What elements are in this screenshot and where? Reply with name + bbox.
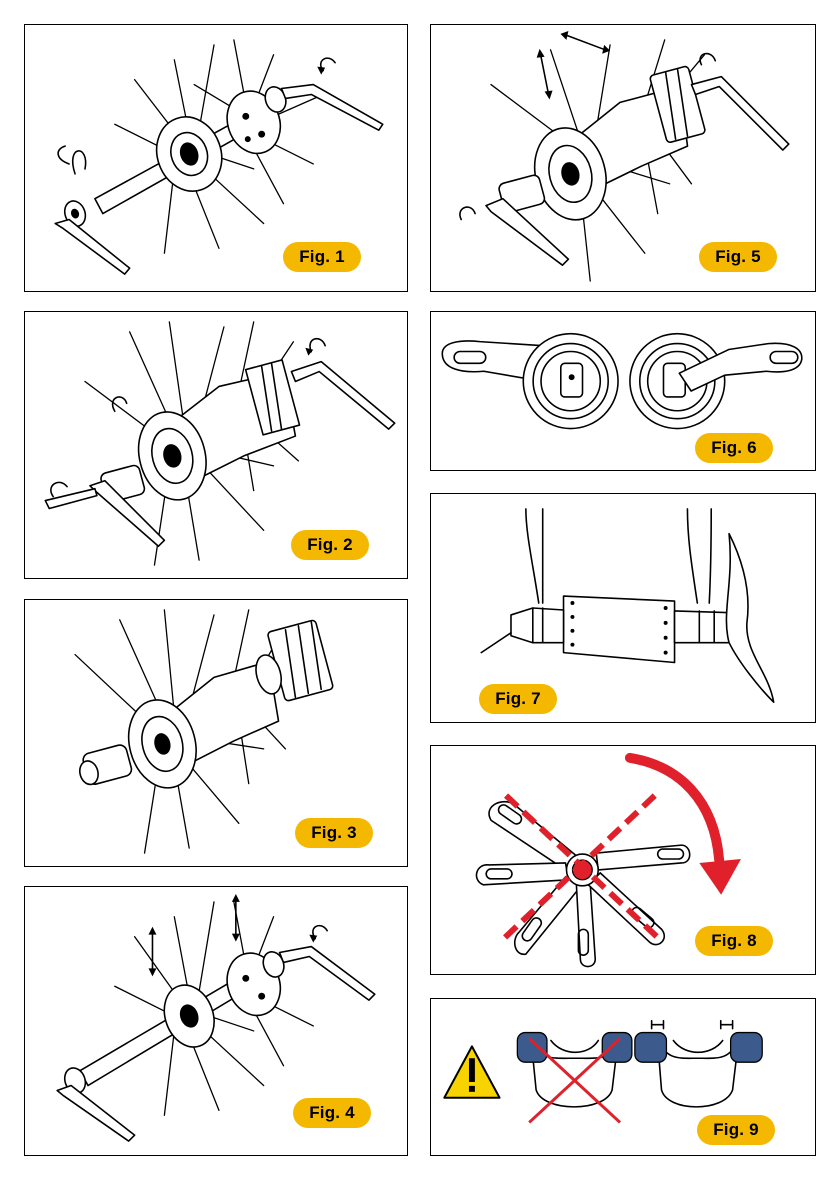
figure-label: Fig. 1 [283,242,361,272]
warning-triangle-icon [444,1046,499,1097]
figure-panel-5: Fig. 5 [430,24,816,292]
figure-panel-9: Fig. 9 [430,998,816,1156]
figure-label: Fig. 4 [293,1098,371,1128]
figure-panel-8: Fig. 8 [430,745,816,975]
figure-label: Fig. 5 [699,242,777,272]
figure-panel-6: Fig. 6 [430,311,816,471]
figure-panel-7: Fig. 7 [430,493,816,723]
figure-label: Fig. 6 [695,433,773,463]
figure-panel-4: Fig. 4 [24,886,408,1156]
figure-label: Fig. 2 [291,530,369,560]
figure-label: Fig. 9 [697,1115,775,1145]
figure-panel-2: Fig. 2 [24,311,408,579]
figure-label: Fig. 8 [695,926,773,956]
figure-panel-3: Fig. 3 [24,599,408,867]
figure-panel-1: Fig. 1 [24,24,408,292]
figure-label: Fig. 3 [295,818,373,848]
figure-label: Fig. 7 [479,684,557,714]
